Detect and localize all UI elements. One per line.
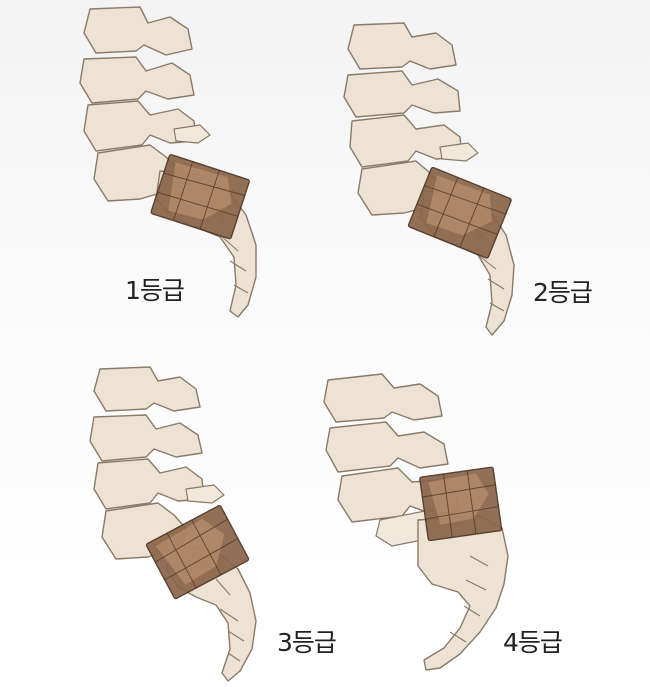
panel-grade-1: 1등급 [70, 5, 300, 325]
spine-illustration-grade-1 [70, 5, 300, 325]
panel-grade-4: 4등급 [320, 370, 640, 680]
spine-illustration-grade-4 [320, 370, 640, 680]
panel-grade-2: 2등급 [340, 15, 630, 345]
grade-label-2: 2등급 [533, 273, 592, 309]
grade-label-1: 1등급 [125, 271, 184, 307]
grade-label-4: 4등급 [503, 623, 562, 659]
